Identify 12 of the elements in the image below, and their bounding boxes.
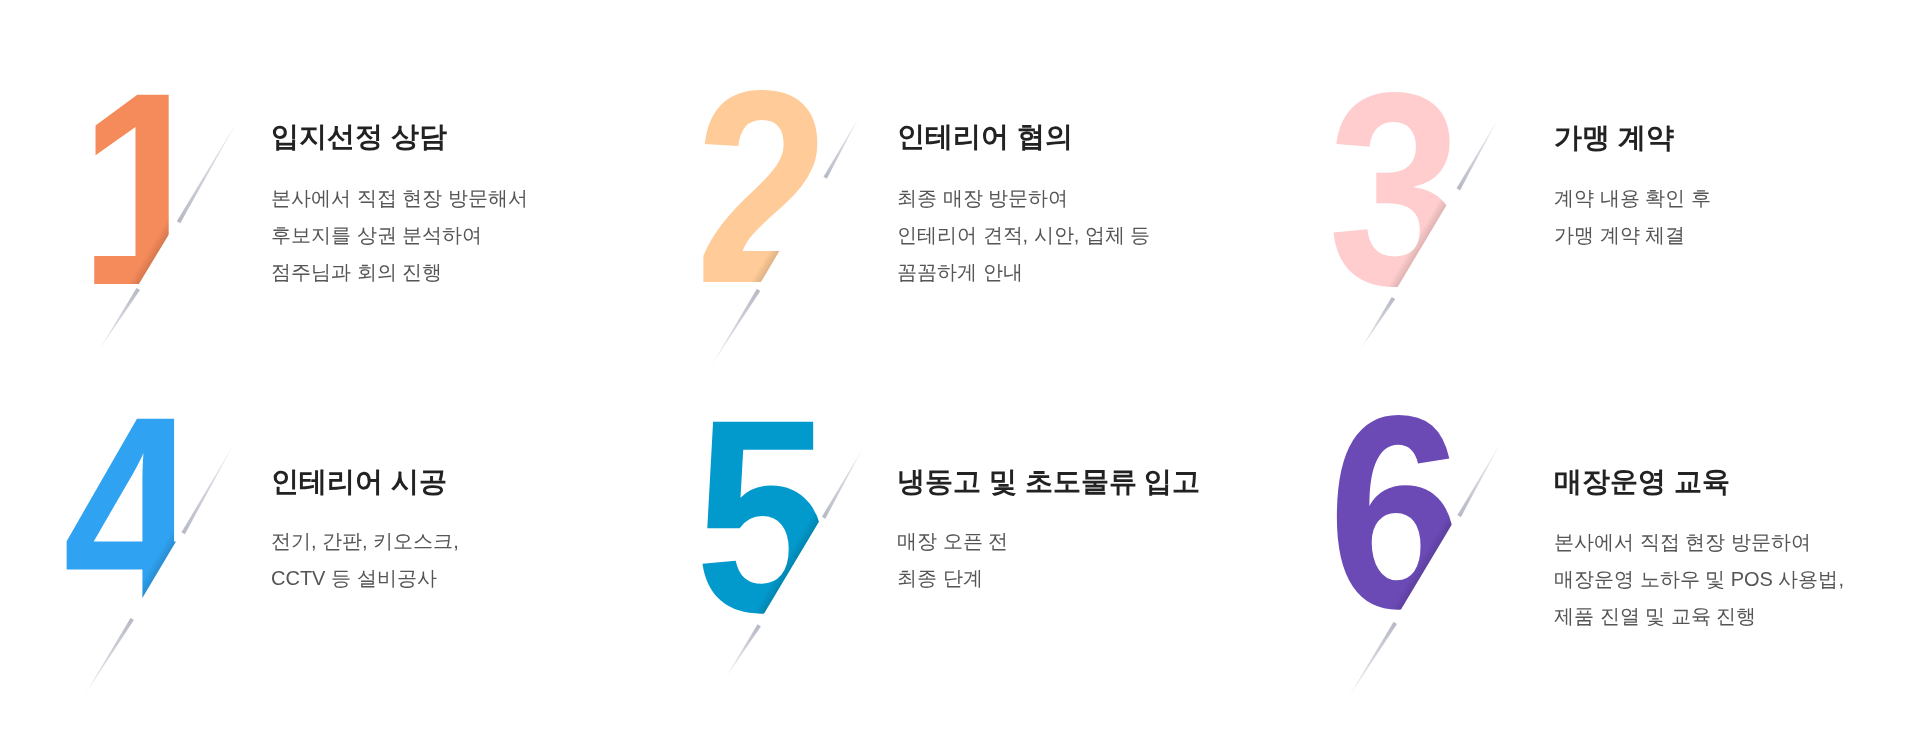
step-description: 본사에서 직접 현장 방문해서 후보지를 상권 분석하여 점주님과 회의 진행 <box>271 185 528 285</box>
step-title: 냉동고 및 초도물류 입고 <box>897 465 1201 499</box>
step-title: 매장운영 교육 <box>1554 465 1730 499</box>
step-description: 최종 매장 방문하여 인테리어 견적, 시안, 업체 등 꼼꼼하게 안내 <box>897 185 1151 285</box>
step-title: 인테리어 시공 <box>271 465 447 499</box>
step-description: 본사에서 직접 현장 방문하여 매장운영 노하우 및 POS 사용법, 제품 진열 및 교육 진행 <box>1554 529 1845 629</box>
step-title: 입지선정 상담 <box>271 120 447 154</box>
step-title: 가맹 계약 <box>1554 121 1674 155</box>
step-description: 매장 오픈 전 최종 단계 <box>897 528 1009 591</box>
step-description: 계약 내용 확인 후 가맹 계약 체결 <box>1554 185 1711 248</box>
step-title: 인테리어 협의 <box>897 120 1073 154</box>
step-description: 전기, 간판, 키오스크, CCTV 등 설비공사 <box>271 528 459 591</box>
